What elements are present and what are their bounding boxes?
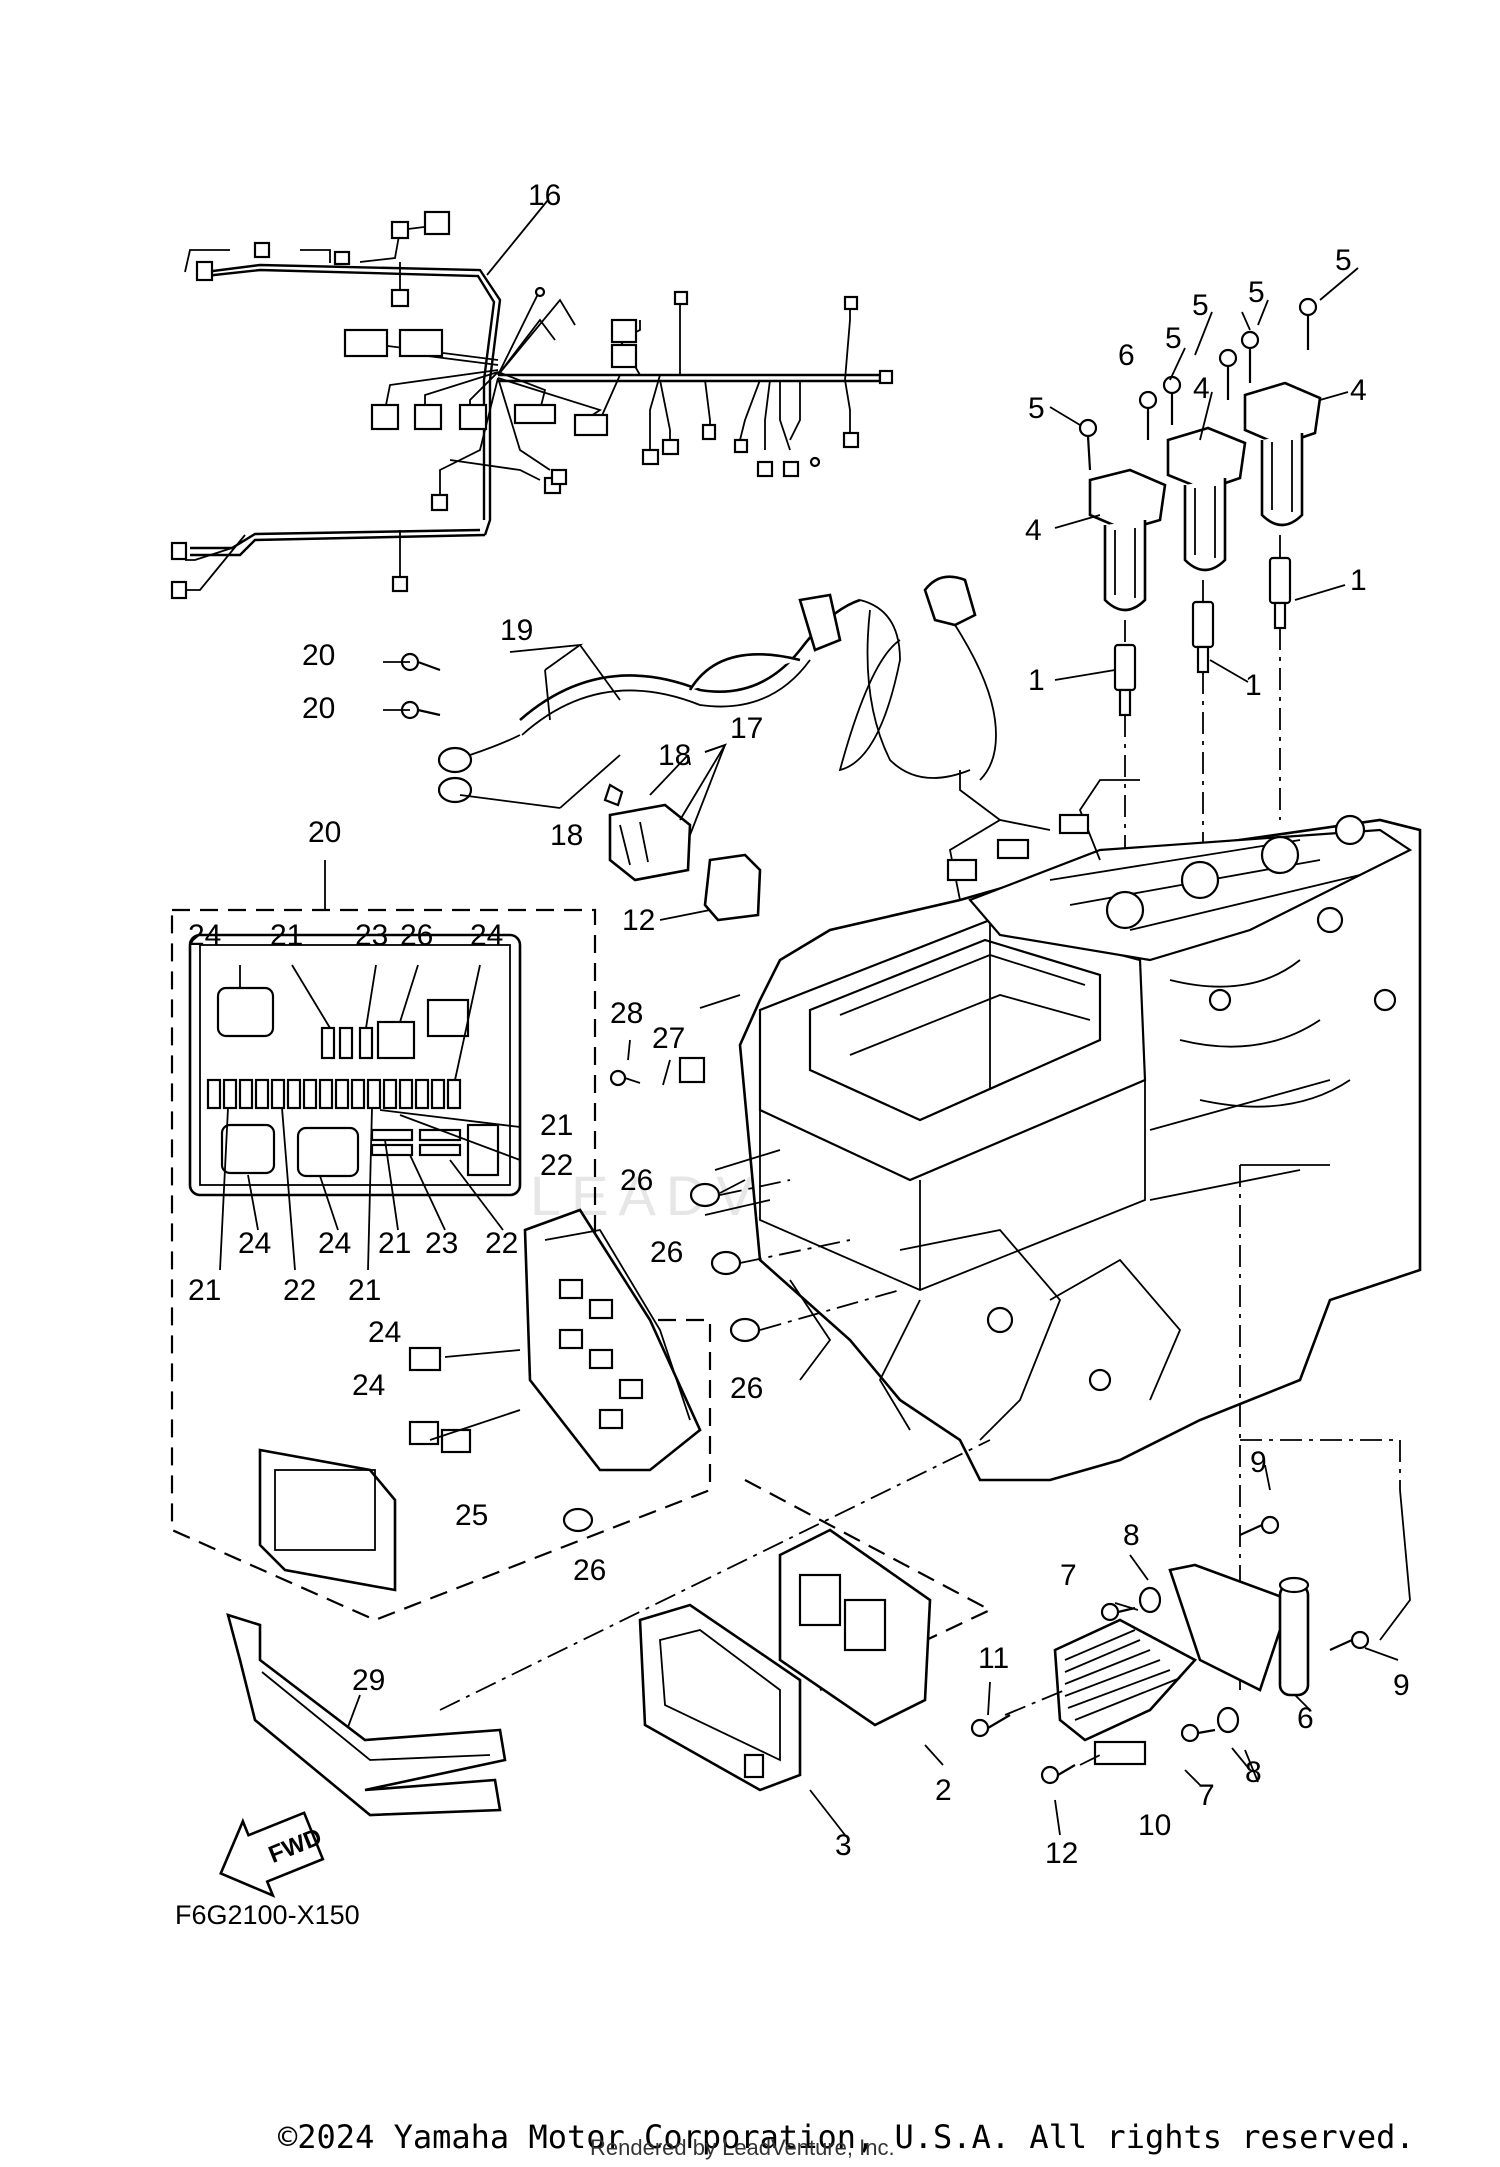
callout-8: 8 <box>1123 1519 1140 1552</box>
callout-21: 22 <box>540 1149 573 1182</box>
callout-4: 4 <box>1193 372 1210 405</box>
ecm-unit <box>638 1479 993 1792</box>
callout-23: 24 <box>470 919 503 952</box>
sub-harness <box>400 575 997 922</box>
callout-7: 7 <box>1198 1779 1215 1812</box>
callout-13: 17 <box>730 712 763 745</box>
callout-24: 24 <box>188 919 221 952</box>
callout-9: 9 <box>1393 1669 1410 1702</box>
callout-24: 24 <box>352 1369 385 1402</box>
callout-5: 5 <box>1192 289 1209 322</box>
callout-24: 24 <box>368 1316 401 1349</box>
callout-7: 7 <box>1060 1559 1077 1592</box>
callout-24: 25 <box>455 1499 488 1532</box>
callout-8: 8 <box>1245 1756 1262 1789</box>
engine-block <box>704 770 1422 1482</box>
callout-1: 1 <box>1245 669 1262 702</box>
callout-5: 5 <box>1248 276 1265 309</box>
rendered-by-text: Rendered by LeadVenture, Inc. <box>590 2135 895 2160</box>
diagram-code: F6G2100-X150 <box>175 1900 360 1930</box>
callout-20: 21 <box>378 1227 411 1260</box>
callout-17: 19 <box>500 614 533 647</box>
callout-14: 18 <box>658 739 691 772</box>
grommets <box>562 1056 901 1533</box>
callout-6: 6 <box>1297 1702 1314 1735</box>
callout-29: 29 <box>352 1664 385 1697</box>
callout-24: 24 <box>238 1227 271 1260</box>
callout-26: 26 <box>730 1372 763 1405</box>
callout-22: 23 <box>425 1227 458 1260</box>
callout-labels: 5 5 5 5 6 5 4 4 4 1 1 1 16 19 20 20 17 1… <box>188 179 1410 1870</box>
callout-5: 5 <box>1028 392 1045 425</box>
callout-4: 4 <box>1025 514 1042 547</box>
callout-1: 1 <box>1350 564 1367 597</box>
callout-21: 22 <box>283 1274 316 1307</box>
callout-24: 24 <box>318 1227 351 1260</box>
callout-22: 23 <box>355 919 388 952</box>
callout-18: 20 <box>302 692 335 725</box>
callout-27: 27 <box>652 1022 685 1055</box>
callout-26: 26 <box>620 1164 653 1197</box>
callout-19: 20 <box>308 816 341 849</box>
callout-11: 12 <box>1045 1837 1078 1870</box>
callout-5: 5 <box>1335 244 1352 277</box>
callout-18: 20 <box>302 639 335 672</box>
callout-20: 21 <box>540 1109 573 1142</box>
callout-21: 21 <box>188 1274 221 1307</box>
callout-20: 21 <box>348 1274 381 1307</box>
callout-12: 16 <box>528 179 561 212</box>
callout-2: 2 <box>935 1774 952 1807</box>
ignition-coils <box>1078 297 1322 900</box>
rectifier-regulator <box>970 1164 1411 1785</box>
wire-harness <box>170 210 894 600</box>
callout-10: 10 <box>1138 1809 1171 1842</box>
callout-9: 9 <box>1250 1446 1267 1479</box>
fwd-arrow: FWD <box>219 1811 326 1898</box>
callout-25: 26 <box>400 919 433 952</box>
callout-5: 5 <box>1165 322 1182 355</box>
callout-3: 3 <box>835 1829 852 1862</box>
callout-28: 28 <box>610 997 643 1030</box>
fuse-box-group <box>170 860 712 1622</box>
callout-26: 26 <box>573 1554 606 1587</box>
copyright-text: ©2024 Yamaha Motor Corporation, U.S.A. A… <box>278 2118 1415 2156</box>
bracket <box>226 1439 991 1817</box>
callout-23: 22 <box>485 1227 518 1260</box>
callout-11: 11 <box>978 1642 1009 1675</box>
callout-15: 12 <box>622 904 655 937</box>
callout-1: 1 <box>1028 664 1045 697</box>
callout-5: 6 <box>1118 339 1135 372</box>
callout-4: 4 <box>1350 374 1367 407</box>
callout-21: 21 <box>270 919 303 952</box>
callout-26: 26 <box>650 1236 683 1269</box>
callout-16: 18 <box>550 819 583 852</box>
